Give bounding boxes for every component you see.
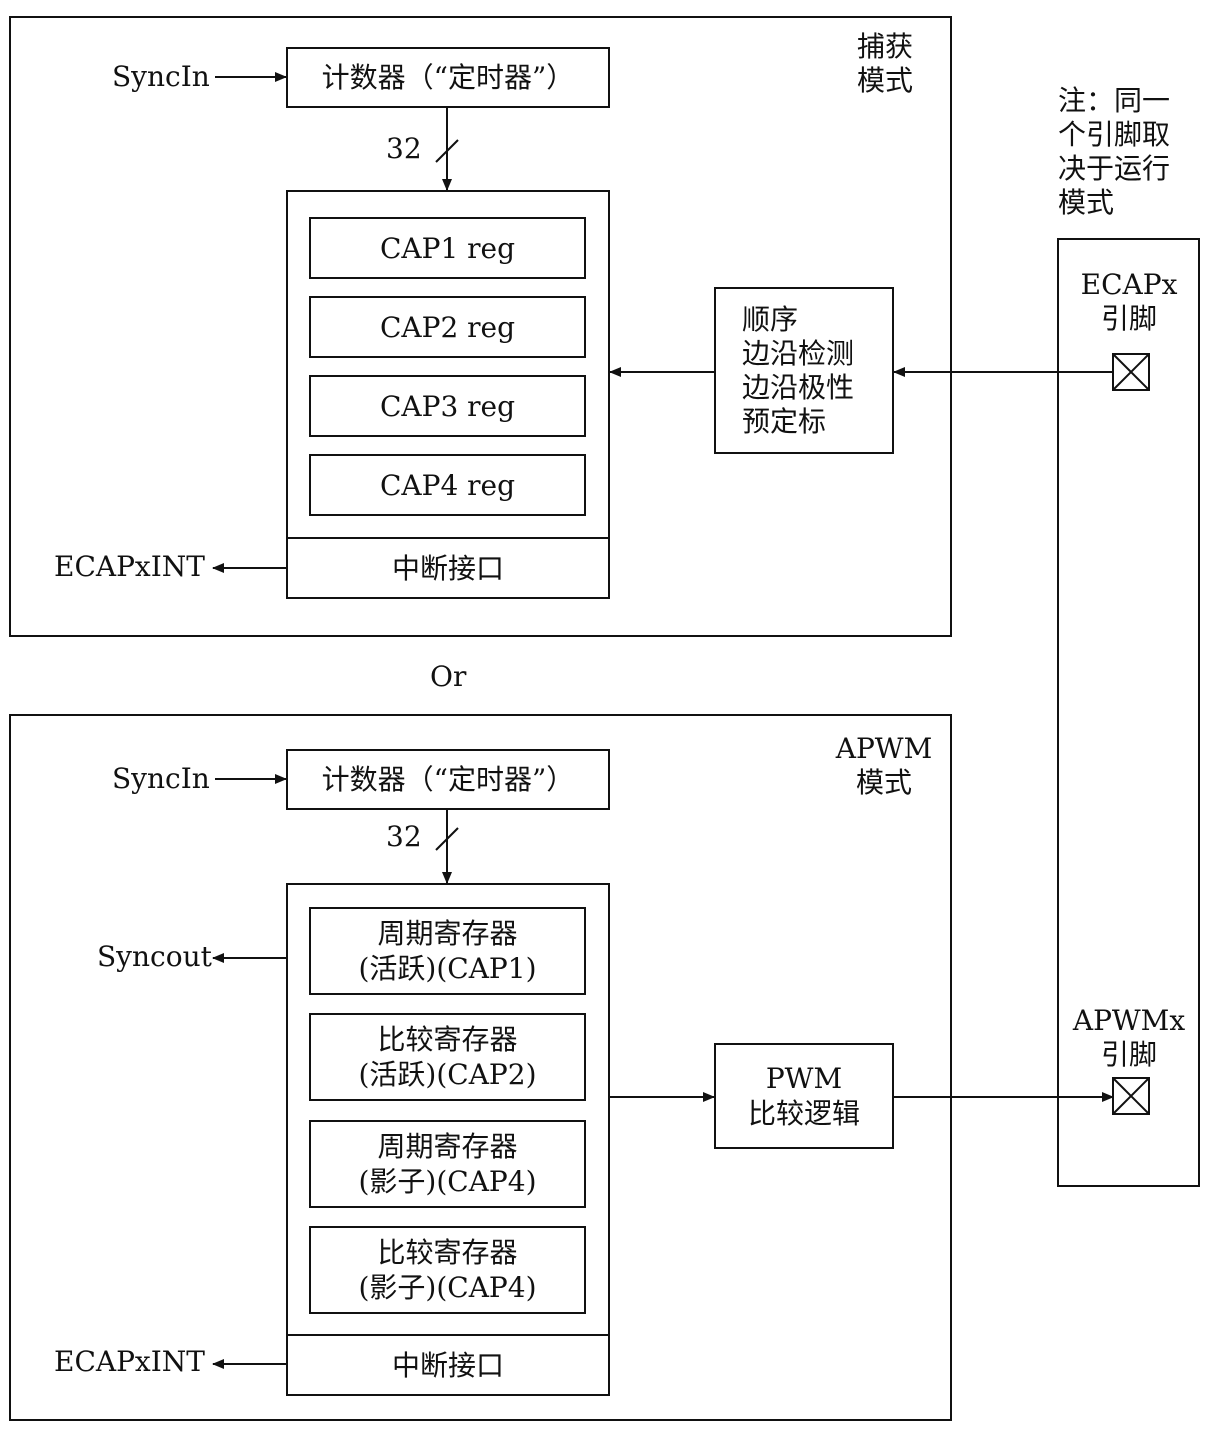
ecap-pin-label-line2: 引脚 — [1100, 302, 1157, 335]
compare-register-shadow-line1: 比较寄存器 — [377, 1236, 518, 1269]
ecapxint-label-apwm: ECAPxINT — [54, 1345, 205, 1378]
counter-label-capture: 计数器（“定时器”） — [321, 61, 575, 94]
ecap-pin-label: ECAPx 引脚 — [1062, 268, 1196, 336]
period-register-active-line1: 周期寄存器 — [377, 917, 518, 950]
mode-note-line1: 注：同一 — [1058, 84, 1171, 117]
bus-slash-capture — [435, 139, 459, 163]
compare-register-shadow: 比较寄存器 (影子)(CAP4) — [309, 1226, 586, 1314]
cap4-register: CAP4 reg — [309, 454, 586, 516]
edge-detect-text: 顺序 边沿检测 边沿极性 预定标 — [742, 303, 854, 439]
syncin-label-capture: SyncIn — [112, 60, 210, 93]
pwm-compare-block: PWM 比较逻辑 — [714, 1043, 894, 1149]
interrupt-label-capture: 中断接口 — [391, 551, 504, 585]
ecap-pin-icon — [1112, 353, 1150, 391]
counter-box-apwm: 计数器（“定时器”） — [286, 749, 610, 810]
cap3-register: CAP3 reg — [309, 375, 586, 437]
edge-detect-line1: 顺序 — [742, 303, 799, 336]
apwm-pin-label-line1: APWMx — [1072, 1004, 1186, 1037]
interrupt-interface-capture: 中断接口 — [286, 537, 610, 599]
edge-detect-line2: 边沿检测 — [742, 337, 855, 370]
capture-mode-panel — [9, 16, 952, 637]
compare-register-active-line2: (活跃)(CAP2) — [358, 1058, 537, 1091]
period-register-active: 周期寄存器 (活跃)(CAP1) — [309, 907, 586, 995]
capture-mode-label: 捕获 模式 — [840, 30, 930, 98]
cap2-register-label: CAP2 reg — [379, 310, 516, 344]
syncin-label-apwm: SyncIn — [112, 762, 210, 795]
bus-width-apwm: 32 — [386, 820, 422, 853]
period-register-shadow-line1: 周期寄存器 — [377, 1130, 518, 1163]
apwm-mode-label: APWM 模式 — [826, 732, 942, 800]
period-register-shadow-line2: (影子)(CAP4) — [358, 1165, 537, 1198]
mode-note-line2: 个引脚取 — [1058, 118, 1171, 151]
bus-slash-apwm — [435, 827, 459, 851]
apwm-mode-label-line1: APWM — [835, 732, 933, 765]
capture-mode-label-line2: 模式 — [856, 64, 913, 97]
period-register-active-line2: (活跃)(CAP1) — [358, 952, 537, 985]
period-register-shadow: 周期寄存器 (影子)(CAP4) — [309, 1120, 586, 1208]
counter-label-apwm: 计数器（“定时器”） — [321, 763, 575, 796]
interrupt-label-apwm: 中断接口 — [391, 1348, 504, 1382]
cap3-register-label: CAP3 reg — [379, 389, 516, 423]
pwm-compare-line2: 比较逻辑 — [747, 1097, 860, 1130]
ecapxint-label-capture: ECAPxINT — [54, 550, 205, 583]
apwm-pin-label-line2: 引脚 — [1100, 1038, 1157, 1071]
interrupt-interface-apwm: 中断接口 — [286, 1334, 610, 1396]
syncout-label: Syncout — [97, 940, 212, 973]
cap2-register: CAP2 reg — [309, 296, 586, 358]
mode-note-line3: 决于运行 — [1058, 152, 1171, 185]
cap4-register-label: CAP4 reg — [379, 468, 516, 502]
edge-detect-line3: 边沿极性 — [742, 371, 855, 404]
counter-box-capture: 计数器（“定时器”） — [286, 47, 610, 108]
edge-detect-block — [714, 287, 894, 454]
mode-note: 注：同一 个引脚取 决于运行 模式 — [1058, 84, 1170, 220]
pwm-compare-line1: PWM — [765, 1062, 843, 1095]
compare-register-active: 比较寄存器 (活跃)(CAP2) — [309, 1013, 586, 1101]
pin-column — [1057, 238, 1200, 1187]
bus-width-capture: 32 — [386, 132, 422, 165]
mode-note-line4: 模式 — [1058, 186, 1115, 219]
apwm-pin-label: APWMx 引脚 — [1062, 1004, 1196, 1072]
or-label: Or — [430, 660, 467, 693]
cap1-register: CAP1 reg — [309, 217, 586, 279]
capture-mode-label-line1: 捕获 — [856, 30, 913, 63]
apwm-mode-label-line2: 模式 — [855, 766, 912, 799]
ecap-pin-label-line1: ECAPx — [1080, 268, 1178, 301]
compare-register-shadow-line2: (影子)(CAP4) — [358, 1271, 537, 1304]
apwm-pin-icon — [1112, 1077, 1150, 1115]
compare-register-active-line1: 比较寄存器 — [377, 1023, 518, 1056]
cap1-register-label: CAP1 reg — [379, 231, 516, 265]
edge-detect-line4: 预定标 — [742, 405, 827, 438]
apwm-mode-panel — [9, 714, 952, 1421]
